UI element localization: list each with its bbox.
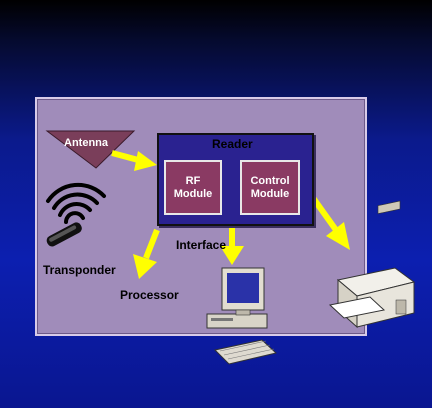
interface-label: Interface <box>176 238 227 252</box>
reader-label: Reader <box>212 137 253 151</box>
control-module: Control Module <box>240 160 300 215</box>
processor-label: Processor <box>120 288 179 302</box>
computer-icon <box>206 267 278 365</box>
arrow-antenna-to-reader <box>111 150 157 171</box>
arrow-reader-to-computer <box>220 223 244 265</box>
transponder-label: Transponder <box>43 263 116 277</box>
rf-module: RF Module <box>164 160 222 215</box>
arrow-reader-to-processor <box>133 228 160 279</box>
antenna-triangle-icon <box>45 130 136 169</box>
antenna-label: Antenna <box>64 137 108 149</box>
signal-waves-icon <box>46 182 106 224</box>
transponder-tag-icon <box>46 222 82 247</box>
printer-icon <box>328 200 416 329</box>
